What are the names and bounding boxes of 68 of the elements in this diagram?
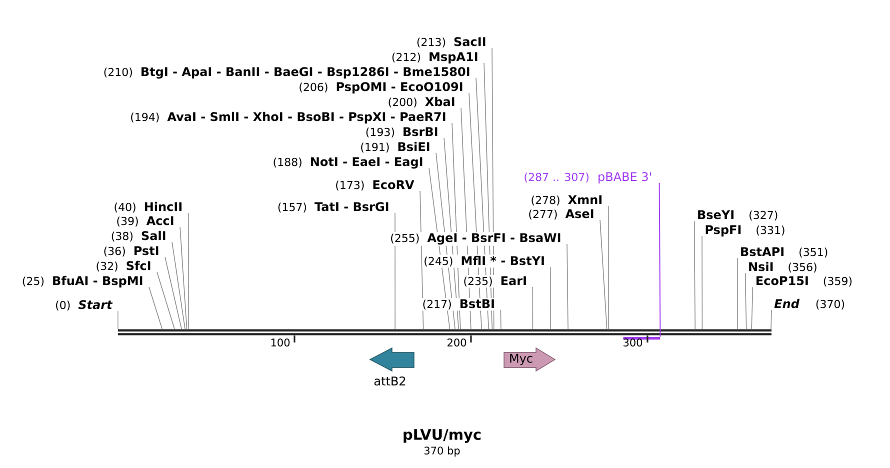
site-label: (40) HincII bbox=[114, 202, 182, 212]
site-label: (25) BfuAI - BspMI bbox=[22, 276, 142, 288]
site-label: EcoP15I (359) bbox=[756, 276, 852, 286]
site-label: (213) SacII bbox=[417, 37, 486, 48]
leader-line bbox=[444, 138, 459, 330]
leader-line bbox=[658, 182, 661, 338]
sequence-backbone bbox=[118, 329, 772, 336]
leader-line bbox=[188, 212, 189, 330]
site-label: End (370) bbox=[774, 298, 844, 310]
primer-label: (287 .. 307) pBABE 3' bbox=[524, 172, 651, 184]
site-label: (188) NotI - EaeI - EagI bbox=[274, 157, 422, 169]
site-label: BstAPI (351) bbox=[741, 247, 828, 258]
primer-bar bbox=[623, 337, 660, 340]
site-label: (255) AgeI - BsrFI - BsaWI bbox=[391, 233, 560, 245]
site-label: (38) SalI bbox=[112, 230, 166, 242]
site-label: NsiI (356) bbox=[749, 262, 816, 272]
site-label: (217) BstBI bbox=[423, 299, 494, 310]
scale-label: 300 bbox=[624, 338, 642, 346]
leader-line bbox=[476, 78, 489, 330]
site-label: (157) TatI - BsrGI bbox=[278, 202, 388, 212]
site-label: PspFI (331) bbox=[706, 225, 784, 236]
leader-line bbox=[566, 244, 568, 330]
leader-line bbox=[468, 92, 482, 330]
site-label: (173) EcoRV bbox=[336, 180, 414, 190]
scale-label: 200 bbox=[448, 338, 466, 346]
site-label: (194) AvaI - SmlI - XhoI - BsoBI - PspXI - PaeR7I bbox=[131, 112, 446, 124]
leader-line bbox=[492, 48, 494, 330]
leader-line bbox=[600, 220, 608, 330]
leader-line bbox=[751, 286, 754, 330]
leader-line bbox=[156, 272, 175, 330]
leader-line bbox=[420, 190, 424, 330]
site-label: (235) EarI bbox=[464, 276, 526, 286]
sequence-length: 370 bp bbox=[424, 446, 460, 457]
leader-line bbox=[702, 236, 703, 330]
site-label: (32) SfcI bbox=[96, 260, 150, 272]
leader-line bbox=[608, 206, 609, 330]
site-label: (245) MflI * - BstYI bbox=[424, 256, 544, 266]
leader-line bbox=[164, 256, 182, 330]
site-label: (191) BsiEI bbox=[361, 142, 430, 152]
leader-line bbox=[460, 108, 472, 330]
leader-line bbox=[172, 242, 186, 330]
leader-line bbox=[744, 272, 747, 330]
title: pLVU/myc bbox=[404, 429, 481, 443]
leader-line bbox=[452, 122, 461, 330]
leader-line bbox=[148, 286, 162, 330]
site-label: (210) BtgI - ApaI - BanII - BaeGI - Bsp1286I - Bme1580I bbox=[104, 67, 470, 79]
leader-line bbox=[484, 62, 493, 330]
leader-line bbox=[500, 310, 502, 330]
site-label: (278) XmnI bbox=[532, 195, 602, 206]
leader-line bbox=[550, 266, 552, 330]
site-label: (36) PstI bbox=[104, 246, 158, 256]
feature-label: attB2 bbox=[374, 376, 406, 386]
leader-line bbox=[180, 226, 188, 330]
site-label: (212) MspA1I bbox=[392, 52, 478, 64]
leader-line bbox=[532, 286, 534, 330]
leader-line bbox=[436, 152, 456, 330]
site-label: (39) AccI bbox=[117, 216, 174, 226]
site-label: (193) BsrBI bbox=[366, 127, 438, 138]
leader-line bbox=[394, 212, 396, 330]
site-label: (200) XbaI bbox=[388, 96, 454, 108]
leader-line bbox=[428, 168, 450, 330]
site-label: (277) AseI bbox=[529, 209, 594, 220]
leader-line bbox=[694, 220, 696, 330]
site-label: (206) PspOMI - EcoO109I bbox=[300, 82, 462, 94]
site-label: (0) Start bbox=[56, 300, 113, 310]
leader-line bbox=[736, 258, 738, 330]
site-label: BseYI (327) bbox=[698, 210, 778, 220]
leader-line bbox=[770, 310, 772, 330]
